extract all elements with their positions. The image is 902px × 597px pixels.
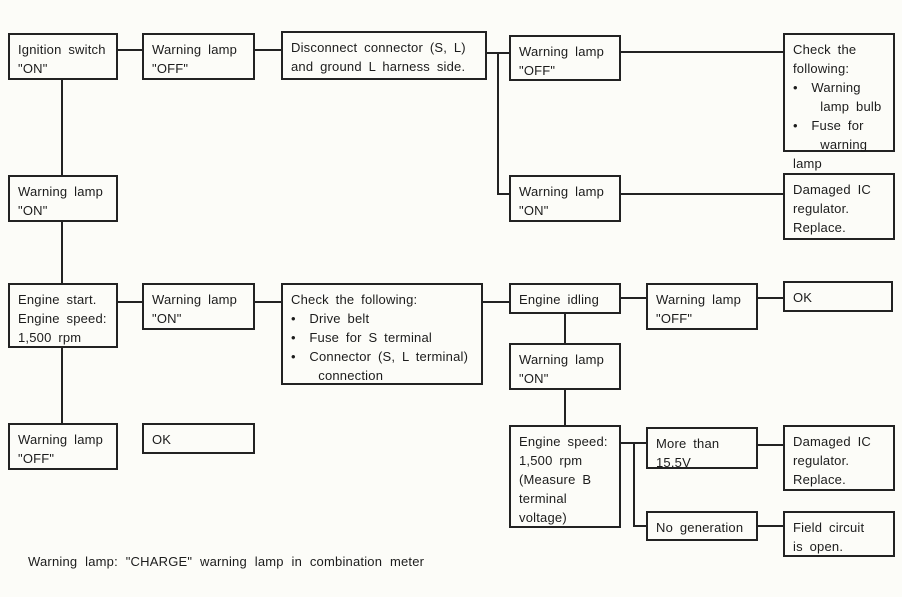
connector-line bbox=[758, 444, 783, 446]
connector-line bbox=[564, 390, 566, 425]
flow-box-engine-speed-measure: Engine speed: 1,500 rpm (Measure B termi… bbox=[509, 425, 621, 528]
connector-line bbox=[483, 301, 509, 303]
connector-line bbox=[564, 314, 566, 343]
footer-note: Warning lamp: "CHARGE" warning lamp in c… bbox=[28, 554, 425, 569]
connector-line bbox=[633, 442, 635, 527]
flow-box-more-than-155v: More than 15.5V bbox=[646, 427, 758, 470]
flow-box-warning-lamp-on-4: Warning lamp "ON" bbox=[509, 343, 621, 390]
connector-line bbox=[118, 301, 142, 303]
flow-box-warning-lamp-off-2: Warning lamp "OFF" bbox=[509, 35, 621, 81]
flow-box-field-circuit: Field circuit is open. bbox=[783, 511, 895, 557]
connector-line bbox=[255, 301, 281, 303]
flow-box-damaged-ic-regulator-1: Damaged IC regulator. Replace. bbox=[783, 173, 895, 240]
flow-box-warning-lamp-off-3: Warning lamp "OFF" bbox=[646, 283, 758, 330]
connector-line bbox=[118, 49, 142, 51]
connector-line bbox=[621, 297, 646, 299]
flow-box-engine-start: Engine start. Engine speed: 1,500 rpm bbox=[8, 283, 118, 348]
connector-line bbox=[255, 49, 281, 51]
flow-box-damaged-ic-regulator-2: Damaged IC regulator. Replace. bbox=[783, 425, 895, 491]
flow-box-check-following-2: Check the following: • Drive belt • Fuse… bbox=[281, 283, 483, 385]
flow-box-check-following-1: Check the following: • Warning lamp bulb… bbox=[783, 33, 895, 171]
connector-line bbox=[497, 193, 509, 195]
connector-line bbox=[497, 52, 499, 195]
flow-box-warning-lamp-off-1: Warning lamp "OFF" bbox=[142, 33, 255, 80]
connector-line bbox=[621, 51, 783, 53]
connector-line bbox=[61, 222, 63, 283]
connector-line bbox=[758, 525, 783, 527]
flow-box-no-generation: No generation bbox=[646, 511, 758, 541]
connector-line bbox=[633, 525, 646, 527]
flow-box-disconnect-connector: Disconnect connector (S, L) and ground L… bbox=[281, 31, 487, 80]
connector-line bbox=[61, 348, 63, 423]
flow-box-ok-1: OK bbox=[783, 281, 893, 312]
flow-box-warning-lamp-on-1: Warning lamp "ON" bbox=[8, 175, 118, 222]
flow-box-warning-lamp-on-3: Warning lamp "ON" bbox=[142, 283, 255, 330]
flow-box-engine-idling: Engine idling bbox=[509, 283, 621, 314]
connector-line bbox=[61, 80, 63, 175]
flow-box-ignition-switch: Ignition switch "ON" bbox=[8, 33, 118, 80]
flow-box-warning-lamp-on-2: Warning lamp "ON" bbox=[509, 175, 621, 222]
flow-box-warning-lamp-off-4: Warning lamp "OFF" bbox=[8, 423, 118, 470]
flow-box-ok-2: OK bbox=[142, 423, 255, 454]
connector-line bbox=[758, 297, 783, 299]
connector-line bbox=[621, 193, 783, 195]
